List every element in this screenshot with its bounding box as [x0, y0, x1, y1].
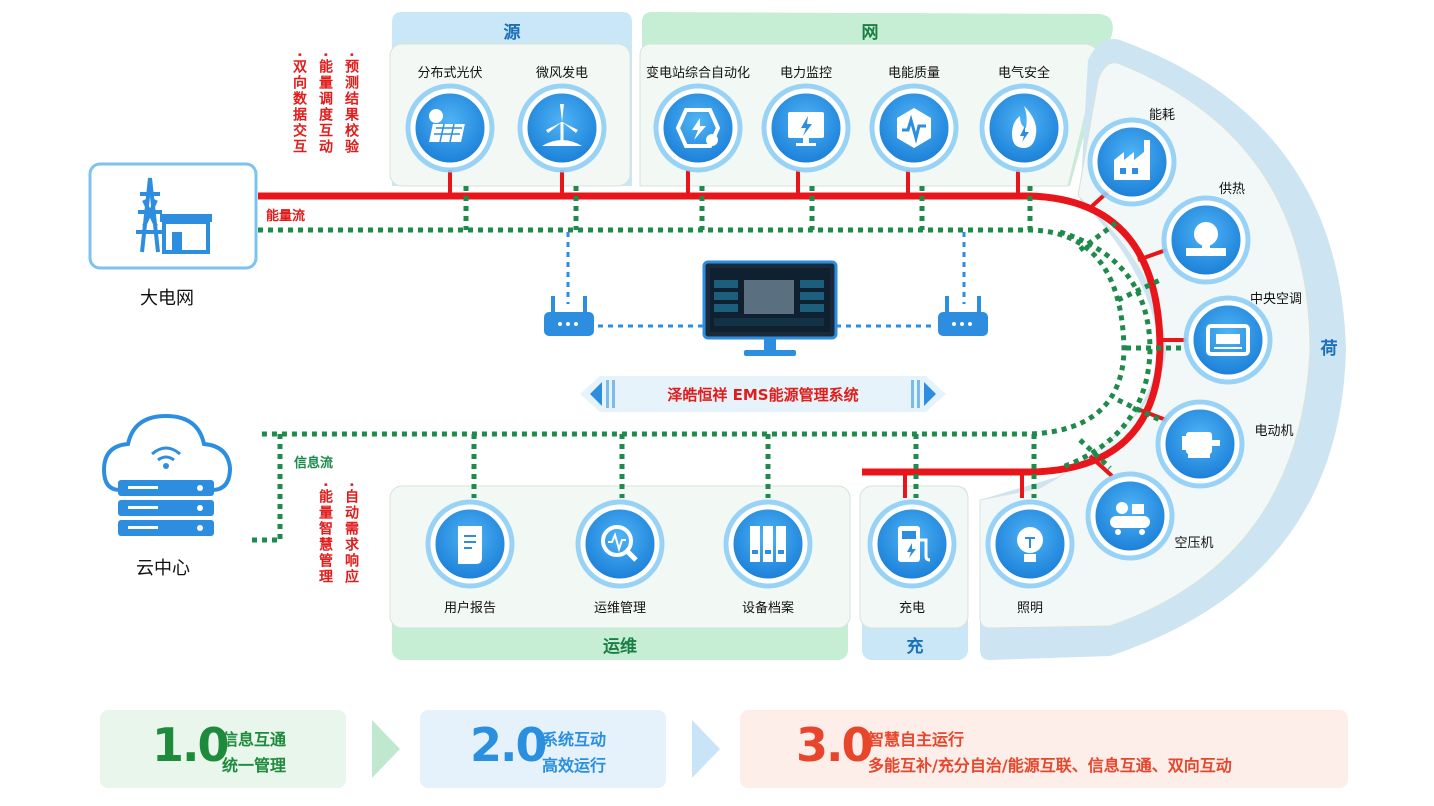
stage-1-version: 1.0: [152, 718, 229, 772]
power-grid-icon: [88, 162, 258, 270]
note-bidirectional-data: ·双向数据交互: [291, 52, 307, 156]
center-title: 泽皓恒祥 EMS能源管理系统: [667, 386, 859, 404]
stage-card-3: 3.0 智慧自主运行 多能互补/充分自治/能源互联、信息互通、双向互动: [740, 710, 1348, 788]
note-smart-energy: ·能量智慧管理: [317, 482, 333, 586]
cloud-center-icon: [101, 413, 233, 536]
section-title-charge: 充: [906, 637, 924, 657]
stage-card-1: 1.0 信息互通 统一管理: [100, 710, 346, 788]
router-links: [566, 232, 966, 328]
section-title-grid: 网: [861, 23, 879, 43]
center-banner: [580, 376, 946, 412]
stage-2-line2: 高效运行: [542, 756, 607, 775]
section-title-source: 源: [503, 23, 521, 43]
info-bus: [252, 186, 1184, 543]
node-label: 电气安全: [997, 66, 1050, 81]
note-auto-demand: ·自动需求响应: [343, 482, 359, 586]
cloud-center-label: 云中心: [136, 558, 190, 579]
node-label: 用户报告: [443, 601, 496, 616]
node-label: 电动机: [1254, 424, 1294, 439]
node-label: 充电: [898, 601, 925, 616]
node-label: 微风发电: [535, 66, 588, 81]
node-label: 电能质量: [887, 66, 940, 81]
section-title-load: 荷: [1320, 339, 1338, 359]
stage-2-version: 2.0: [470, 718, 547, 772]
node-label: 电力监控: [779, 66, 832, 81]
node-label: 供热: [1218, 182, 1245, 197]
stage-arrow-1: [372, 720, 400, 778]
stage-card-2: 2.0 系统互动 高效运行: [420, 710, 666, 788]
router-right-icon: [938, 296, 988, 336]
energy-flow-label: 能量流: [266, 209, 306, 224]
stage-1-line2: 统一管理: [222, 756, 287, 775]
note-forecast-verify: ·预测结果校验: [343, 52, 359, 156]
node-label: 分布式光伏: [417, 66, 483, 81]
node-label: 中央空调: [1249, 292, 1302, 307]
router-left-icon: [544, 296, 594, 336]
stage-3-version: 3.0: [796, 718, 873, 772]
stage-3-line1: 智慧自主运行: [868, 730, 965, 749]
monitor-icon: [702, 260, 838, 356]
power-grid-label: 大电网: [140, 288, 194, 309]
stage-2-line1: 系统互动: [542, 730, 607, 749]
node-label: 变电站综合自动化: [645, 66, 750, 81]
info-flow-label: 信息流: [294, 456, 334, 471]
node-label: 照明: [1016, 601, 1043, 616]
node-label: 运维管理: [593, 601, 646, 616]
node-label: 设备档案: [741, 601, 794, 616]
note-energy-dispatch: ·能量调度互动: [317, 52, 333, 156]
stage-arrow-2: [692, 720, 720, 778]
stage-3-line2: 多能互补/充分自治/能源互联、信息互通、双向互动: [868, 756, 1232, 775]
stage-1-line1: 信息互通: [222, 730, 287, 749]
node-label: 空压机: [1174, 536, 1214, 551]
section-title-om: 运维: [603, 637, 637, 657]
node-label: 能耗: [1148, 108, 1175, 123]
